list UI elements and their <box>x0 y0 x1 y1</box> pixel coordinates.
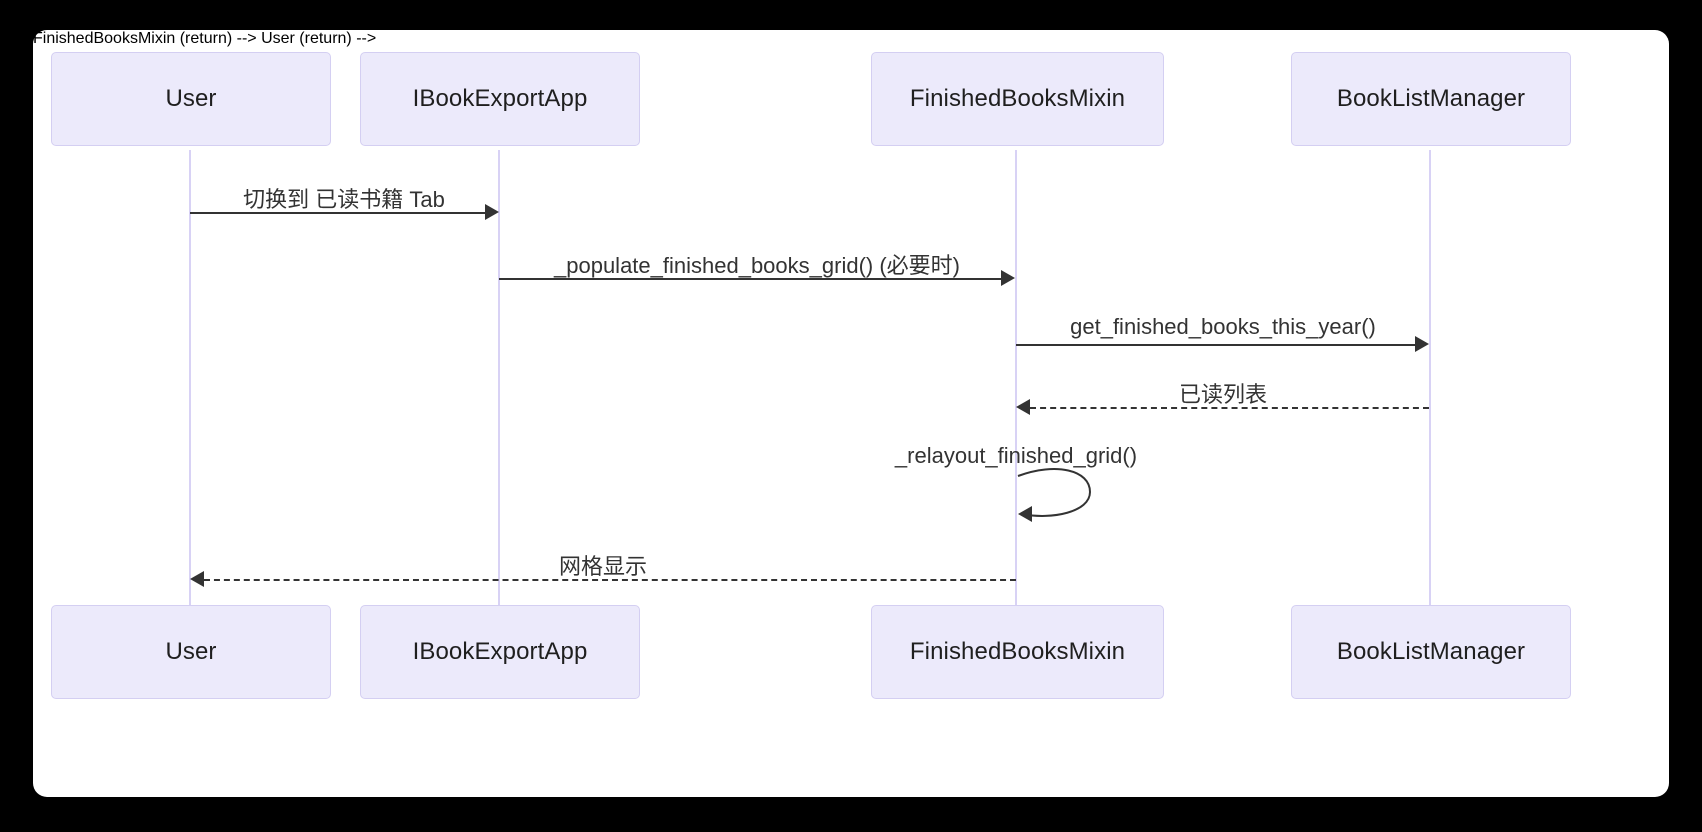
message-label-m1: 切换到 已读书籍 Tab <box>243 187 445 212</box>
message-arrowhead-m3 <box>1415 336 1429 352</box>
participant-booklistmanager-bottom[interactable]: BookListManager <box>1291 605 1571 699</box>
message-self-loop-m5 <box>1017 468 1092 522</box>
participant-label: User <box>165 638 217 665</box>
lifeline-ibookexportapp <box>498 150 500 605</box>
participant-label: BookListManager <box>1336 85 1526 112</box>
message-arrowhead-m6 <box>190 571 204 587</box>
participant-label: IBookExportApp <box>412 85 588 112</box>
message-line-m4 <box>1030 407 1429 409</box>
participant-user-top[interactable]: User <box>51 52 331 146</box>
message-line-m2 <box>499 278 1001 280</box>
participant-ibookexportapp-bottom[interactable]: IBookExportApp <box>360 605 640 699</box>
self-loop-path <box>1017 468 1092 517</box>
participant-finishedbooksmixin-bottom[interactable]: FinishedBooksMixin <box>871 605 1164 699</box>
participant-finishedbooksmixin-top[interactable]: FinishedBooksMixin <box>871 52 1164 146</box>
message-arrowhead-m2 <box>1001 270 1015 286</box>
self-loop-arrowhead <box>1018 506 1032 522</box>
lifeline-finishedbooksmixin <box>1015 150 1017 605</box>
lifeline-user <box>189 150 191 605</box>
participant-label: User <box>165 85 217 112</box>
participant-label: BookListManager <box>1336 638 1526 665</box>
lifeline-booklistmanager <box>1429 150 1431 605</box>
participant-user-bottom[interactable]: User <box>51 605 331 699</box>
message-arrowhead-m4 <box>1016 399 1030 415</box>
participant-label: IBookExportApp <box>412 638 588 665</box>
participant-booklistmanager-top[interactable]: BookListManager <box>1291 52 1571 146</box>
message-label-m5: _relayout_finished_grid() <box>894 443 1138 468</box>
message-line-m6 <box>204 579 1016 581</box>
message-label-m3: get_finished_books_this_year() <box>1070 314 1376 339</box>
message-label-m4: 已读列表 <box>1178 382 1268 407</box>
participant-ibookexportapp-top[interactable]: IBookExportApp <box>360 52 640 146</box>
message-label-m2: _populate_finished_books_grid() (必要时) <box>554 253 960 278</box>
message-line-m3 <box>1016 344 1415 346</box>
sequence-diagram: User IBookExportApp FinishedBooksMixin B… <box>33 30 1669 797</box>
message-label-m6: 网格显示 <box>558 554 648 579</box>
message-arrowhead-m1 <box>485 204 499 220</box>
participant-label: FinishedBooksMixin <box>909 85 1126 112</box>
diagram-canvas: User IBookExportApp FinishedBooksMixin B… <box>33 30 1669 797</box>
message-line-m1 <box>190 212 485 214</box>
participant-label: FinishedBooksMixin <box>909 638 1126 665</box>
